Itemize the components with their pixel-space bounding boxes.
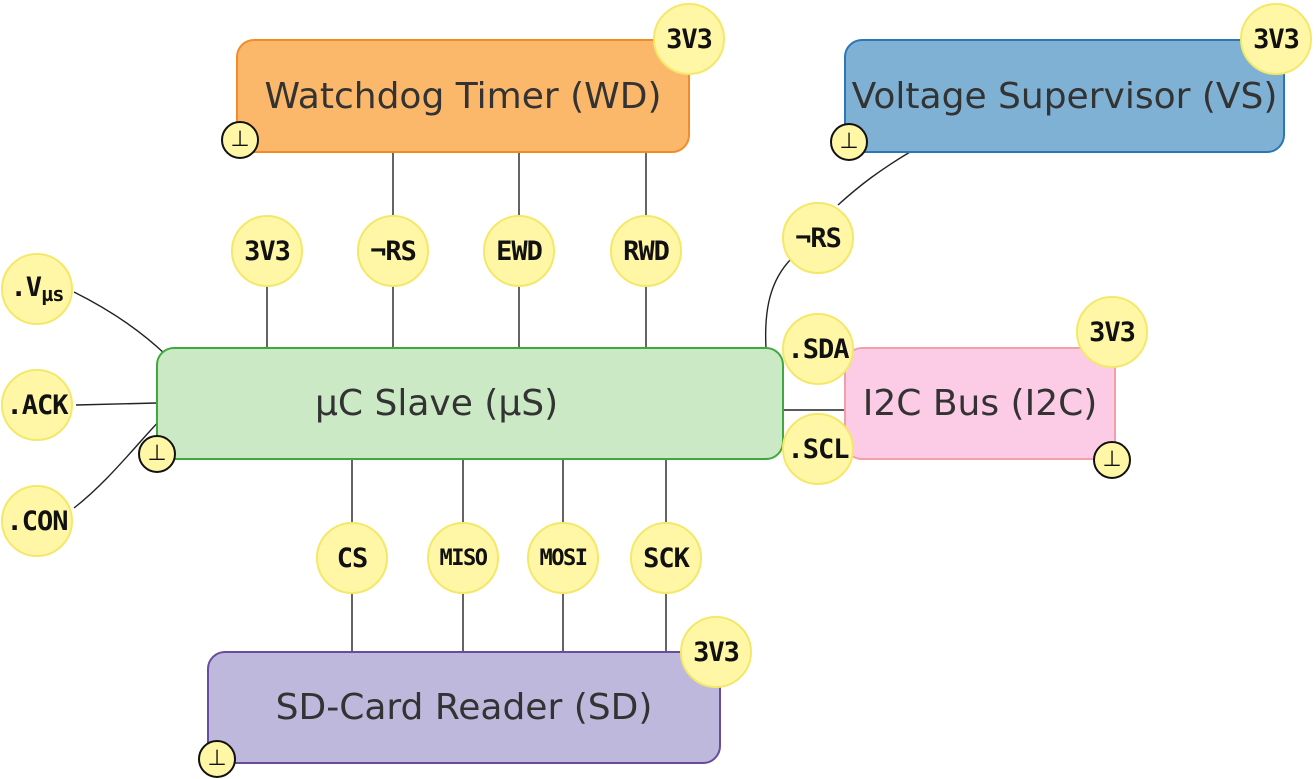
miso-label: MISO [439, 545, 488, 571]
scl-pin: .SCL [782, 413, 854, 485]
vmus-label: .Vµs [10, 271, 65, 307]
wd-ground-icon: ⊥ [221, 121, 259, 159]
uc-slave-block: µC Slave (µS) [156, 347, 784, 460]
i2c-supply-label: 3V3 [1089, 316, 1136, 348]
slave-ground-icon: ⊥ [138, 435, 176, 473]
i2c-bus-block: I2C Bus (I2C) [844, 347, 1116, 460]
slave-rwd-pin: RWD [610, 215, 682, 287]
con-pin: .CON [1, 485, 73, 557]
miso-pin: MISO [427, 522, 499, 594]
ack-pin: .ACK [1, 369, 73, 441]
wire-vs-rs [837, 151, 911, 206]
sd-card-reader-label: SD-Card Reader (SD) [275, 687, 653, 728]
vmus-subscript: µs [41, 282, 64, 307]
wd-ground-glyph: ⊥ [230, 127, 250, 152]
i2c-ground-icon: ⊥ [1093, 441, 1131, 479]
con-label: .CON [6, 505, 68, 537]
wd-supply-pin: 3V3 [653, 3, 725, 75]
sda-pin: .SDA [782, 313, 854, 385]
slave-ground-glyph: ⊥ [147, 441, 167, 466]
sd-supply-pin: 3V3 [680, 616, 752, 688]
i2c-bus-label: I2C Bus (I2C) [862, 383, 1098, 424]
watchdog-timer-label: Watchdog Timer (WD) [264, 75, 662, 117]
slave-reset-label: ¬RS [370, 235, 417, 267]
sck-pin: SCK [630, 522, 702, 594]
slave-3v3-label: 3V3 [244, 235, 291, 267]
watchdog-timer-block: Watchdog Timer (WD) [236, 39, 690, 153]
sda-label: .SDA [787, 333, 849, 365]
vmus-pin: .Vµs [1, 253, 73, 325]
vs-supply-label: 3V3 [1253, 23, 1300, 55]
wire-vmus-slave [73, 291, 167, 356]
vmus-prefix: .V [10, 271, 43, 303]
vs-reset-label: ¬RS [795, 222, 842, 254]
wire-ack-slave [75, 402, 158, 406]
cs-label: CS [336, 542, 369, 574]
scl-label: .SCL [787, 433, 849, 465]
voltage-supervisor-block: Voltage Supervisor (VS) [844, 39, 1285, 153]
vs-ground-glyph: ⊥ [839, 129, 859, 154]
slave-3v3-pin: 3V3 [231, 215, 303, 287]
sd-ground-glyph: ⊥ [207, 746, 227, 771]
slave-reset-pin: ¬RS [357, 215, 429, 287]
ack-label: .ACK [6, 389, 68, 421]
slave-rwd-label: RWD [623, 235, 670, 267]
cs-pin: CS [316, 522, 388, 594]
mosi-label: MOSI [539, 545, 588, 571]
vs-reset-pin: ¬RS [782, 202, 854, 274]
uc-slave-label: µC Slave (µS) [315, 383, 559, 424]
sck-label: SCK [643, 542, 690, 574]
sd-supply-label: 3V3 [693, 636, 740, 668]
i2c-ground-glyph: ⊥ [1102, 447, 1122, 472]
sd-ground-icon: ⊥ [198, 740, 236, 778]
wd-supply-label: 3V3 [666, 23, 713, 55]
sd-card-reader-block: SD-Card Reader (SD) [207, 651, 721, 764]
slave-ewd-label: EWD [496, 235, 543, 267]
slave-ewd-pin: EWD [483, 215, 555, 287]
vs-ground-icon: ⊥ [830, 123, 868, 161]
vs-supply-pin: 3V3 [1240, 3, 1312, 75]
wire-rs-slave-right [764, 257, 793, 349]
i2c-supply-pin: 3V3 [1076, 296, 1148, 368]
mosi-pin: MOSI [527, 522, 599, 594]
voltage-supervisor-label: Voltage Supervisor (VS) [851, 75, 1278, 117]
